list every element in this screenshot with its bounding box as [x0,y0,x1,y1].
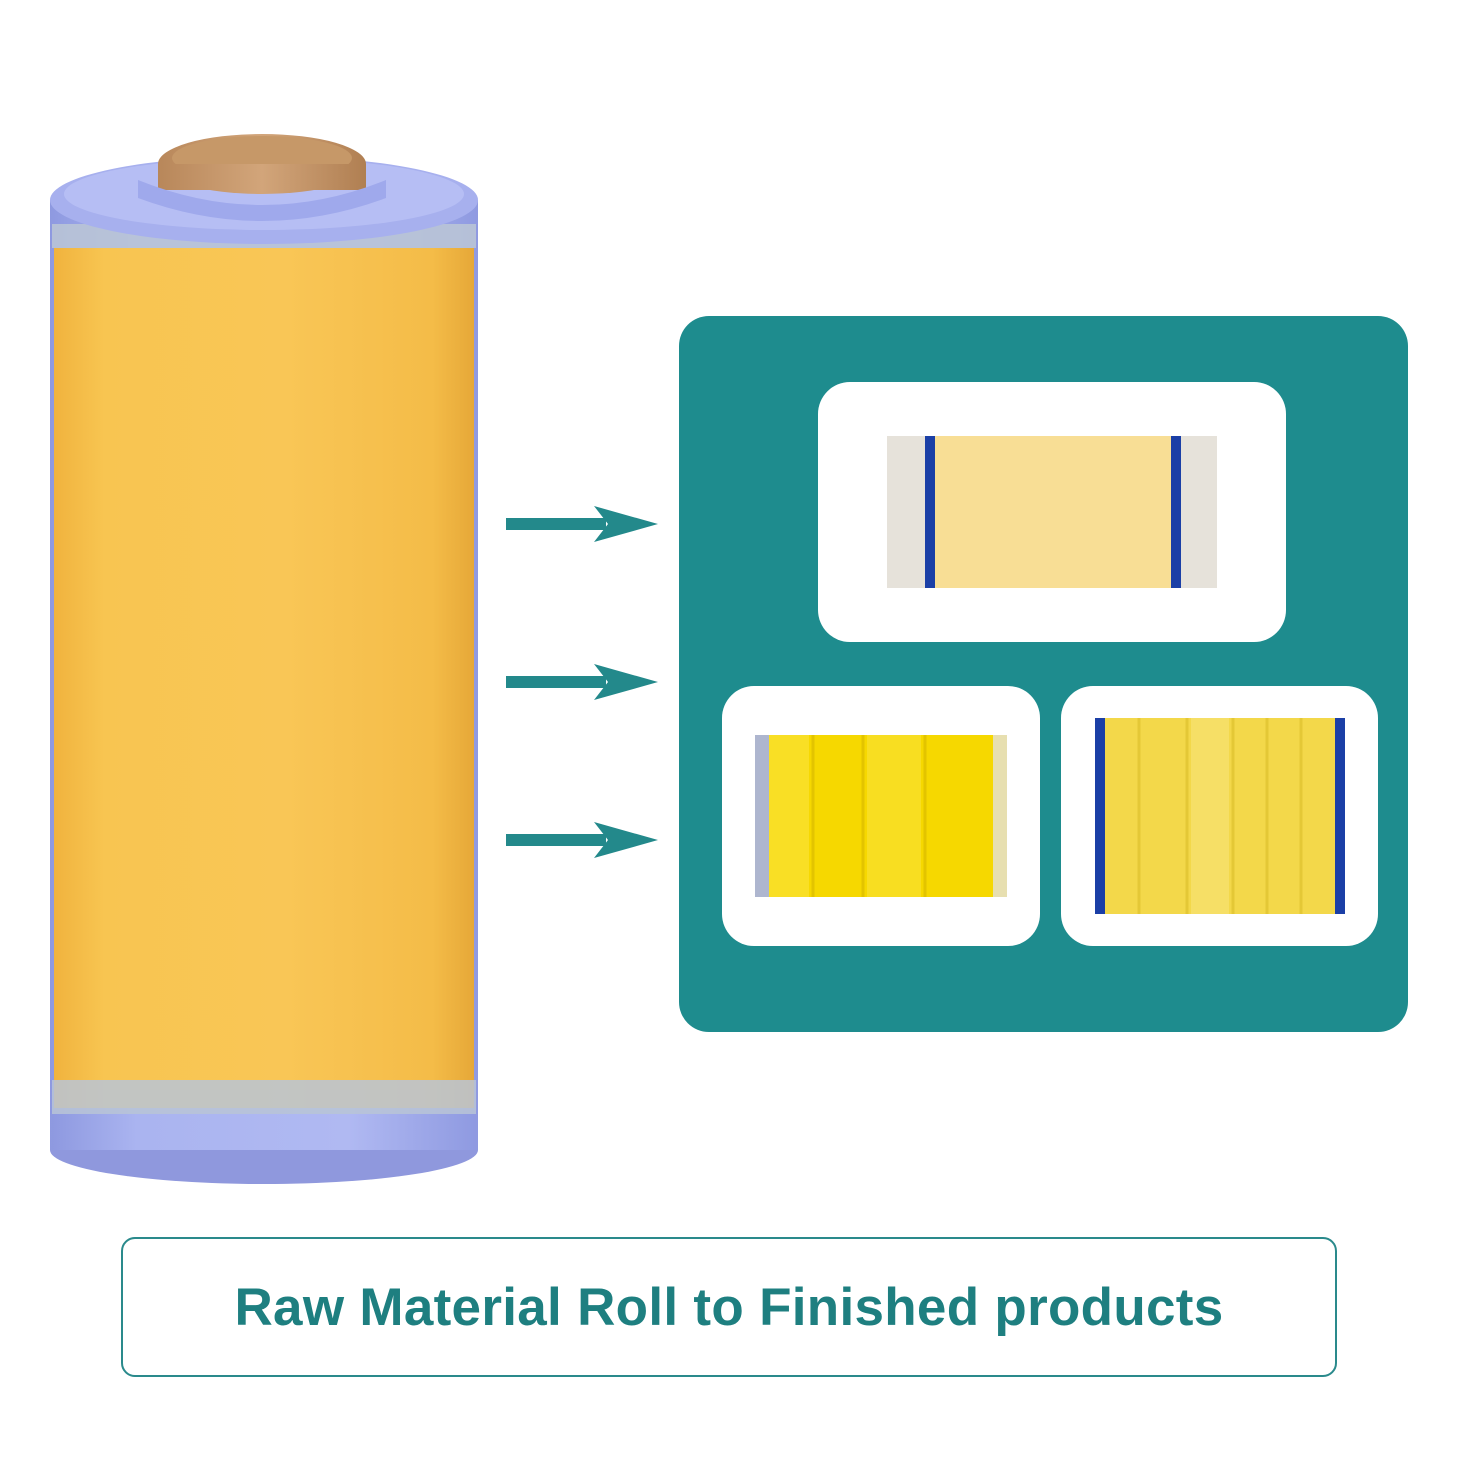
multi-strip-sheet-image [755,735,1007,897]
arrow-right-icon [506,664,658,700]
raw-material-roll-image [50,134,478,1184]
arrow-right-icon [506,506,658,542]
product-card-single-sheet [818,382,1286,642]
product-card-multi-strip [722,686,1040,946]
product-card-multi-strip-tabs [1061,686,1378,946]
arrow-right-icon [506,822,658,858]
multi-strip-sheet-with-tabs-image [1094,718,1345,914]
caption-box: Raw Material Roll to Finished products [121,1237,1337,1377]
caption-title: Raw Material Roll to Finished products [234,1277,1224,1337]
single-dressing-sheet-image [887,436,1217,588]
